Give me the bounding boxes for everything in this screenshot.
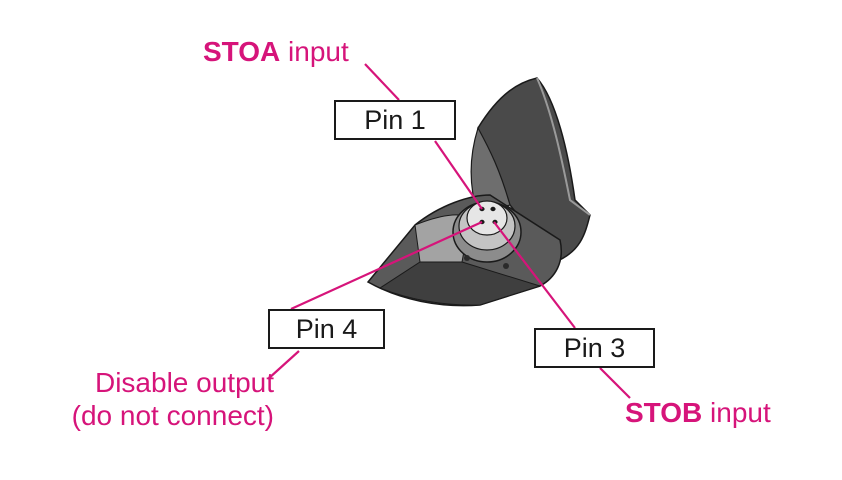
disable-output-callout: Disable output (do not connect) (42, 366, 274, 432)
leader-pin3-to-stob (599, 367, 631, 399)
connector-pin-2-hole (490, 206, 496, 212)
stob-signal-name: STOB (625, 397, 703, 428)
pin-3-label: Pin 3 (534, 328, 655, 368)
housing-base-shadow (378, 261, 542, 306)
leader-stoa-to-pin1-box (364, 63, 400, 101)
disable-output-line2: (do not connect) (71, 400, 274, 431)
leader-pin3-to-connector (493, 221, 576, 329)
stoa-signal-name: STOA (203, 36, 281, 67)
leader-pin4-to-connector (290, 220, 483, 311)
leader-pin1-to-connector (434, 140, 483, 210)
disable-output-line1: Disable output (94, 367, 274, 398)
stoa-signal-suffix: input (280, 36, 349, 67)
housing-back-edge (536, 77, 591, 216)
pin-4-label: Pin 4 (268, 309, 385, 349)
stoa-callout: STOA input (203, 35, 349, 68)
base-screw-right (503, 263, 509, 269)
stob-callout: STOB input (625, 396, 771, 429)
leader-pin4-to-disable (267, 350, 300, 380)
pin-1-label: Pin 1 (334, 100, 456, 140)
stob-signal-suffix: input (702, 397, 771, 428)
base-screw-left (464, 255, 470, 261)
